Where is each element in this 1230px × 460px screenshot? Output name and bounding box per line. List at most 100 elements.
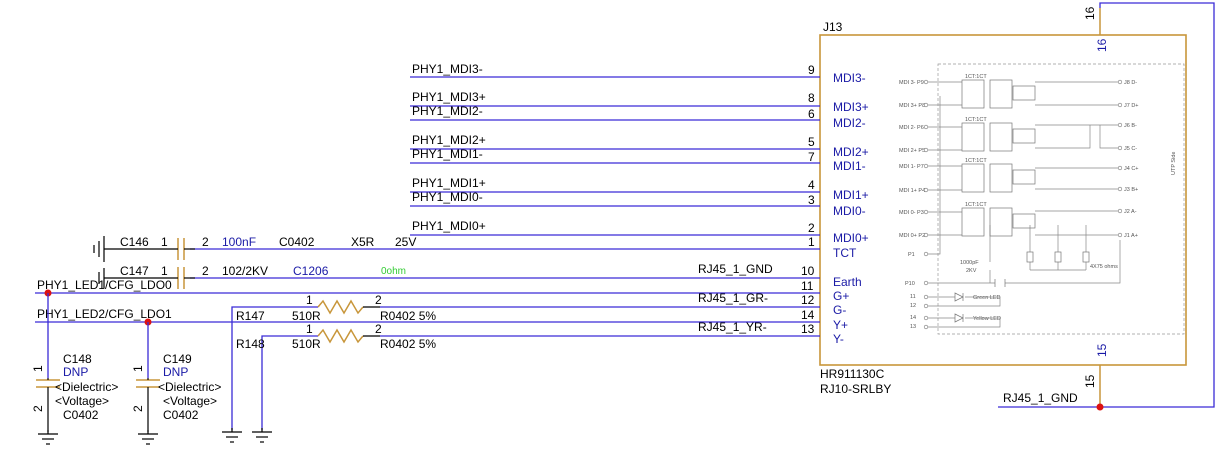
inner-left-pin: P1	[908, 252, 915, 258]
transformer-icon	[989, 79, 1013, 109]
cap-ref: C149	[163, 352, 192, 366]
resistor-left-wire[interactable]	[231, 306, 318, 430]
ground-symbol	[252, 428, 272, 443]
pin-5-group[interactable]: PHY1_MDI2+ 5 MDI2+	[410, 133, 869, 159]
pin-number: 12	[801, 293, 815, 307]
pin-1-group[interactable]: 1 TCT	[190, 235, 857, 260]
inner-border	[937, 63, 1185, 335]
pin-4-group[interactable]: PHY1_MDI1+ 4 MDI1+	[410, 176, 869, 202]
pin-13-group[interactable]: RJ45_1_YR- 13 Y-	[380, 320, 844, 346]
cap-dielectric: <Dielectric>	[55, 380, 118, 394]
pin-label: MDI0+	[833, 231, 869, 245]
pin-circle	[923, 324, 929, 330]
pin-circle	[923, 232, 929, 238]
pin-number: 13	[801, 322, 815, 336]
capacitor-icon	[994, 279, 1006, 287]
cap-ref: C146	[120, 235, 149, 249]
led-pin-11: 11	[910, 294, 916, 300]
resistor-left-wire[interactable]	[261, 335, 318, 430]
pin-11-group[interactable]: 11 G+	[35, 279, 849, 303]
connector-j13-body[interactable]	[819, 34, 1187, 366]
pin-circle	[923, 280, 929, 286]
led-icon	[954, 313, 964, 323]
pin-label: G+	[833, 289, 849, 303]
pin-circle	[923, 187, 929, 193]
cap-pin2: 2	[202, 235, 209, 249]
pin-12-group[interactable]: RJ45_1_GR- 12 G-	[380, 291, 846, 317]
ground-symbol	[222, 428, 242, 443]
pin-circle	[923, 124, 929, 130]
cap-status: DNP	[63, 365, 88, 379]
pin-6-group[interactable]: PHY1_MDI2- 6 MDI2-	[410, 104, 866, 130]
cap-voltage: 25V	[395, 235, 416, 249]
resistor-icon	[1026, 251, 1034, 263]
pin-circle	[923, 294, 929, 300]
pin-10-group[interactable]: RJ45_1_GND 10 Earth	[190, 262, 862, 289]
pin-circle	[923, 163, 929, 169]
inner-left-pin: MDI 1- P7	[899, 164, 924, 170]
inner-wire	[928, 96, 1121, 284]
pin-label: MDI3+	[833, 100, 869, 114]
pin-label: MDI1-	[833, 159, 866, 173]
cap-voltage: <Voltage>	[163, 394, 217, 408]
cap-pin2: 2	[31, 405, 45, 412]
pin-label: G-	[833, 303, 846, 317]
resistor-ref: R148	[236, 337, 265, 351]
resistor-zigzag	[317, 328, 364, 344]
capacitor-c147[interactable]: C147 1 2 102/2KV C1206 0ohm	[104, 264, 406, 289]
net-led2-label: PHY1_LED2/CFG_LDO1	[37, 307, 172, 321]
pin-number: 6	[808, 107, 815, 121]
transformer-icon	[989, 122, 1013, 152]
net-label: PHY1_MDI0+	[412, 219, 486, 233]
pin-9-group[interactable]: PHY1_MDI3- 9 MDI3-	[410, 62, 866, 85]
pin-circle	[923, 147, 929, 153]
magnetics-inner-diagram: MDI 3- P9 MDI 3+ P8 MDI 2- P6 MDI 2+ P5 …	[899, 63, 1185, 335]
outer-bottom-pin: 15	[1083, 374, 1097, 388]
resistor-pin1: 1	[306, 293, 313, 307]
cap-voltage-label: 2KV	[966, 268, 977, 274]
pin-number: 4	[808, 178, 815, 192]
shield-ground-loop[interactable]	[1099, 2, 1215, 408]
cap-pin2: 2	[202, 264, 209, 278]
pin-label: Y-	[833, 332, 844, 346]
cap-pin1: 1	[31, 365, 45, 372]
transformer-icon	[1012, 128, 1036, 144]
resistor-pin2: 2	[375, 293, 382, 307]
connector-part-2: RJ10-SRLBY	[820, 382, 891, 396]
transformer-icon	[1012, 213, 1036, 229]
cap-ref: C147	[120, 264, 149, 278]
pin-14-group[interactable]: 14 Y+	[35, 308, 848, 332]
pin-label: MDI3-	[833, 71, 866, 85]
inner-right-pin: J7 D+	[1124, 103, 1139, 109]
led-pin-13: 13	[910, 324, 916, 330]
cap-pin1: 1	[161, 235, 168, 249]
pin-7-group[interactable]: PHY1_MDI1- 7 MDI1-	[410, 147, 866, 173]
pin-circle	[1117, 122, 1123, 128]
cap-extra: 0ohm	[381, 266, 406, 277]
pin-number: 7	[808, 150, 815, 164]
cap-value: 100nF	[222, 235, 256, 249]
pin-number: 10	[801, 264, 815, 278]
connector-ref: J13	[823, 20, 843, 34]
capacitor-c148[interactable]: 1 2 C148 DNP <Dielectric> <Voltage> C040…	[31, 293, 118, 432]
resistor-r147[interactable]: 1 2 R147 510R R0402 5%	[231, 293, 436, 430]
transformer-icon	[961, 207, 985, 237]
utp-side-label: UTP Side	[1171, 152, 1177, 175]
capacitor-c146[interactable]: C146 1 2 100nF C0402 X5R 25V	[104, 235, 416, 260]
transformer-icon	[989, 163, 1013, 193]
net-led1-label: PHY1_LED1/CFG_LDO0	[37, 278, 172, 292]
pin-circle	[1117, 145, 1123, 151]
cap-ref: C148	[63, 352, 92, 366]
net-label: PHY1_MDI2+	[412, 133, 486, 147]
pin-2-group[interactable]: PHY1_MDI0+ 2 MDI0+	[410, 219, 869, 245]
pin-8-group[interactable]: PHY1_MDI3+ 8 MDI3+	[410, 90, 869, 114]
capacitor-c149[interactable]: 1 2 C149 DNP <Dielectric> <Voltage> C040…	[131, 322, 221, 432]
pin-3-group[interactable]: PHY1_MDI0- 3 MDI0-	[410, 190, 866, 218]
pin-label: MDI2-	[833, 116, 866, 130]
pin-circle	[1117, 102, 1123, 108]
net-label: RJ45_1_GR-	[698, 291, 768, 305]
inner-right-pin: J5 C-	[1124, 146, 1137, 152]
resistor-r148[interactable]: 1 2 R148 510R R0402 5%	[236, 322, 436, 430]
resistor-icon	[1054, 251, 1062, 263]
